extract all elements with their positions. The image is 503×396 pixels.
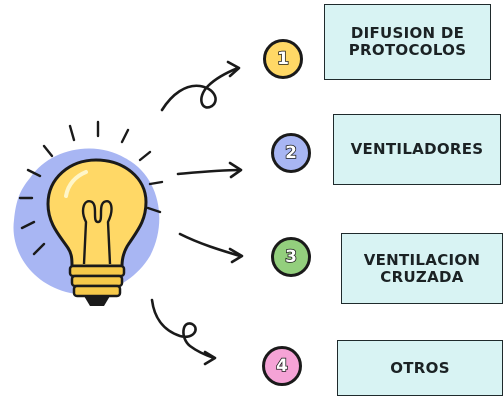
arrow-1: [160, 66, 240, 112]
step-2-label: VENTILADORES: [333, 114, 501, 185]
arrow-4: [150, 298, 216, 360]
step-3-label: VENTILACION CRUZADA: [341, 233, 503, 304]
step-3-badge: 3: [271, 237, 311, 277]
arrow-3: [178, 232, 242, 258]
step-4-badge: 4: [262, 346, 302, 386]
step-2-badge: 2: [271, 133, 311, 173]
step-1-label: DIFUSION DE PROTOCOLOS: [324, 4, 491, 80]
step-4-label: OTROS: [337, 340, 503, 396]
step-1-badge: 1: [263, 39, 303, 79]
arrow-2: [176, 168, 242, 176]
